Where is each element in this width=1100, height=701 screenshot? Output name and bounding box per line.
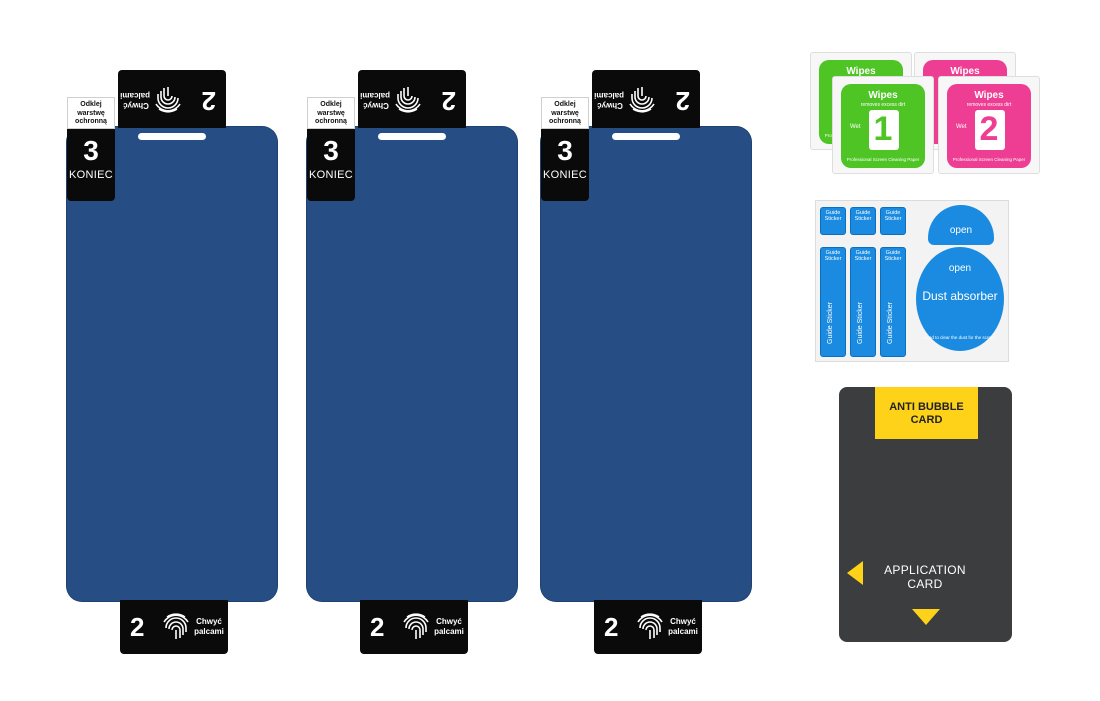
- film-notch: [612, 133, 680, 140]
- film-screen: [306, 126, 518, 602]
- guide-sticker: Guide Sticker: [850, 207, 876, 235]
- step-label: KONIEC: [543, 169, 587, 181]
- guide-sticker: Guide Sticker: [880, 207, 906, 235]
- tab-number: 2: [675, 86, 690, 116]
- tab-number: 2: [201, 86, 216, 116]
- tab-number: 2: [370, 612, 385, 642]
- step-number: 3: [557, 135, 573, 166]
- wipe-number-card: [975, 110, 1005, 150]
- film-screen: [540, 126, 752, 602]
- wipe-number-card: [869, 110, 899, 150]
- film-notch: [138, 133, 206, 140]
- step-label: KONIEC: [309, 169, 353, 181]
- step-label: KONIEC: [69, 169, 113, 181]
- wipe-subtitle: removes excess dirt: [966, 102, 1012, 108]
- dust-absorber-small: open: [928, 205, 994, 245]
- wipe-subtitle: removes excess dirt: [860, 102, 906, 108]
- fingerprint-icon: [395, 87, 421, 113]
- wipe-title: Wipes: [950, 66, 980, 77]
- wipe-number: 2: [979, 110, 999, 148]
- step-number: 3: [83, 135, 99, 166]
- wipe-title: Wipes: [974, 90, 1004, 101]
- dust-absorber: open Dust absorber used to clear the dus…: [916, 247, 1004, 351]
- tab-number: 2: [441, 86, 456, 116]
- wipe-wet-label: Wet: [956, 124, 967, 130]
- film-screen: [66, 126, 278, 602]
- triangle-down-icon: [912, 609, 940, 625]
- wipe-title: Wipes: [868, 90, 898, 101]
- triangle-left-icon: [847, 561, 863, 585]
- wipe-wet-label: Wet: [850, 124, 861, 130]
- dust-absorber-note: used to clear the dust for the screen: [924, 335, 996, 340]
- wipe-pad: Wipes removes excess dirt 2 Wet Professi…: [947, 84, 1031, 168]
- wipe-number: 1: [873, 110, 893, 148]
- guide-sticker: Guide Sticker: [820, 207, 846, 235]
- wipe-pad: Wipes removes excess dirt 1 Wet Professi…: [841, 84, 925, 168]
- wipe-pack-1: Wipes removes excess dirt 1 Wet Professi…: [832, 76, 934, 174]
- wipe-pack-2: Wipes removes excess dirt 2 Wet Professi…: [938, 76, 1040, 174]
- wipe-footer: Professional Screen Cleaning Paper: [952, 157, 1026, 162]
- step-number: 3: [323, 135, 339, 166]
- fingerprint-icon: [163, 613, 189, 639]
- fingerprint-icon: [403, 613, 429, 639]
- fingerprint-icon: [155, 87, 181, 113]
- fingerprint-icon: [629, 87, 655, 113]
- wipe-title: Wipes: [846, 66, 876, 77]
- tab-number: 2: [130, 612, 145, 642]
- tab-number: 2: [604, 612, 619, 642]
- wipe-footer: Professional Screen Cleaning Paper: [846, 157, 920, 162]
- sticker-sheet: Guide Sticker Guide Sticker Guide Sticke…: [815, 200, 1009, 362]
- film-notch: [378, 133, 446, 140]
- fingerprint-icon: [637, 613, 663, 639]
- dust-absorber-label: Dust absorber: [922, 289, 998, 303]
